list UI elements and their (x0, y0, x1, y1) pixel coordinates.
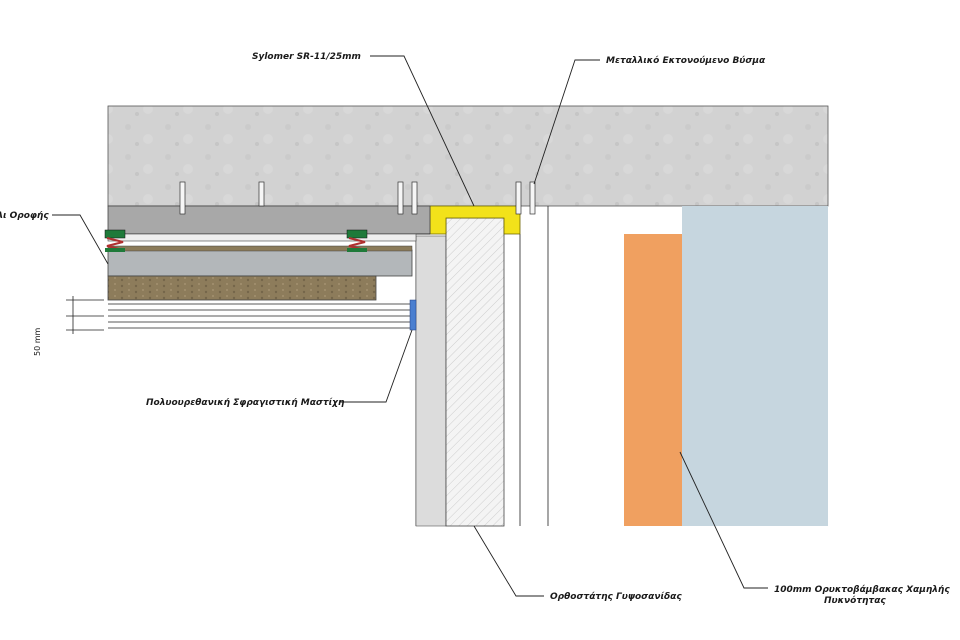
leader-mineral-wool (679, 451, 768, 589)
leader-ceiling (52, 214, 109, 265)
label-anchor: Μεταλλικό Εκτονούμενο Βύσμα (606, 55, 766, 66)
leader-stud (473, 525, 544, 597)
svg-text:50 mm: 50 mm (33, 327, 42, 356)
steel-channel (107, 205, 431, 235)
gypsum-stud (445, 217, 505, 527)
ceiling-gypsum-board (107, 249, 413, 277)
label-sealant: Πολυουρεθανική Σφραγιστική Μαστίχη (146, 397, 345, 408)
ceiling-wood-panel (107, 275, 377, 301)
label-sylomer: Sylomer SR-11/25mm (252, 52, 361, 62)
leader-sealant (340, 329, 413, 403)
label-ceiling: Αι Οροφής (0, 211, 49, 221)
label-mineral-wool-2: Πυκνότητας (824, 595, 886, 606)
sylomer-pad (429, 205, 521, 235)
channel-flange (107, 233, 417, 242)
expansion-anchor-icon (179, 181, 536, 215)
leader-anchor (533, 59, 600, 185)
dimension-50mm: 50 mm (33, 296, 104, 356)
leader-sylomer (370, 55, 475, 207)
label-mineral-wool-1: 100mm Ορυκτοβάμβακας Χαμηλής (774, 585, 950, 595)
label-stud: Ορθοστάτης Γυψοσανίδας (550, 591, 682, 602)
spring-hanger-icon (346, 229, 368, 252)
concrete-slab (107, 105, 829, 207)
sealant-bead (409, 299, 417, 331)
wall-cavity (682, 206, 828, 526)
mineral-wool-insulation (624, 234, 682, 526)
spring-hanger-icon (104, 229, 126, 252)
gypsum-board-grey (415, 235, 447, 527)
ceiling-board-lines (108, 303, 412, 329)
